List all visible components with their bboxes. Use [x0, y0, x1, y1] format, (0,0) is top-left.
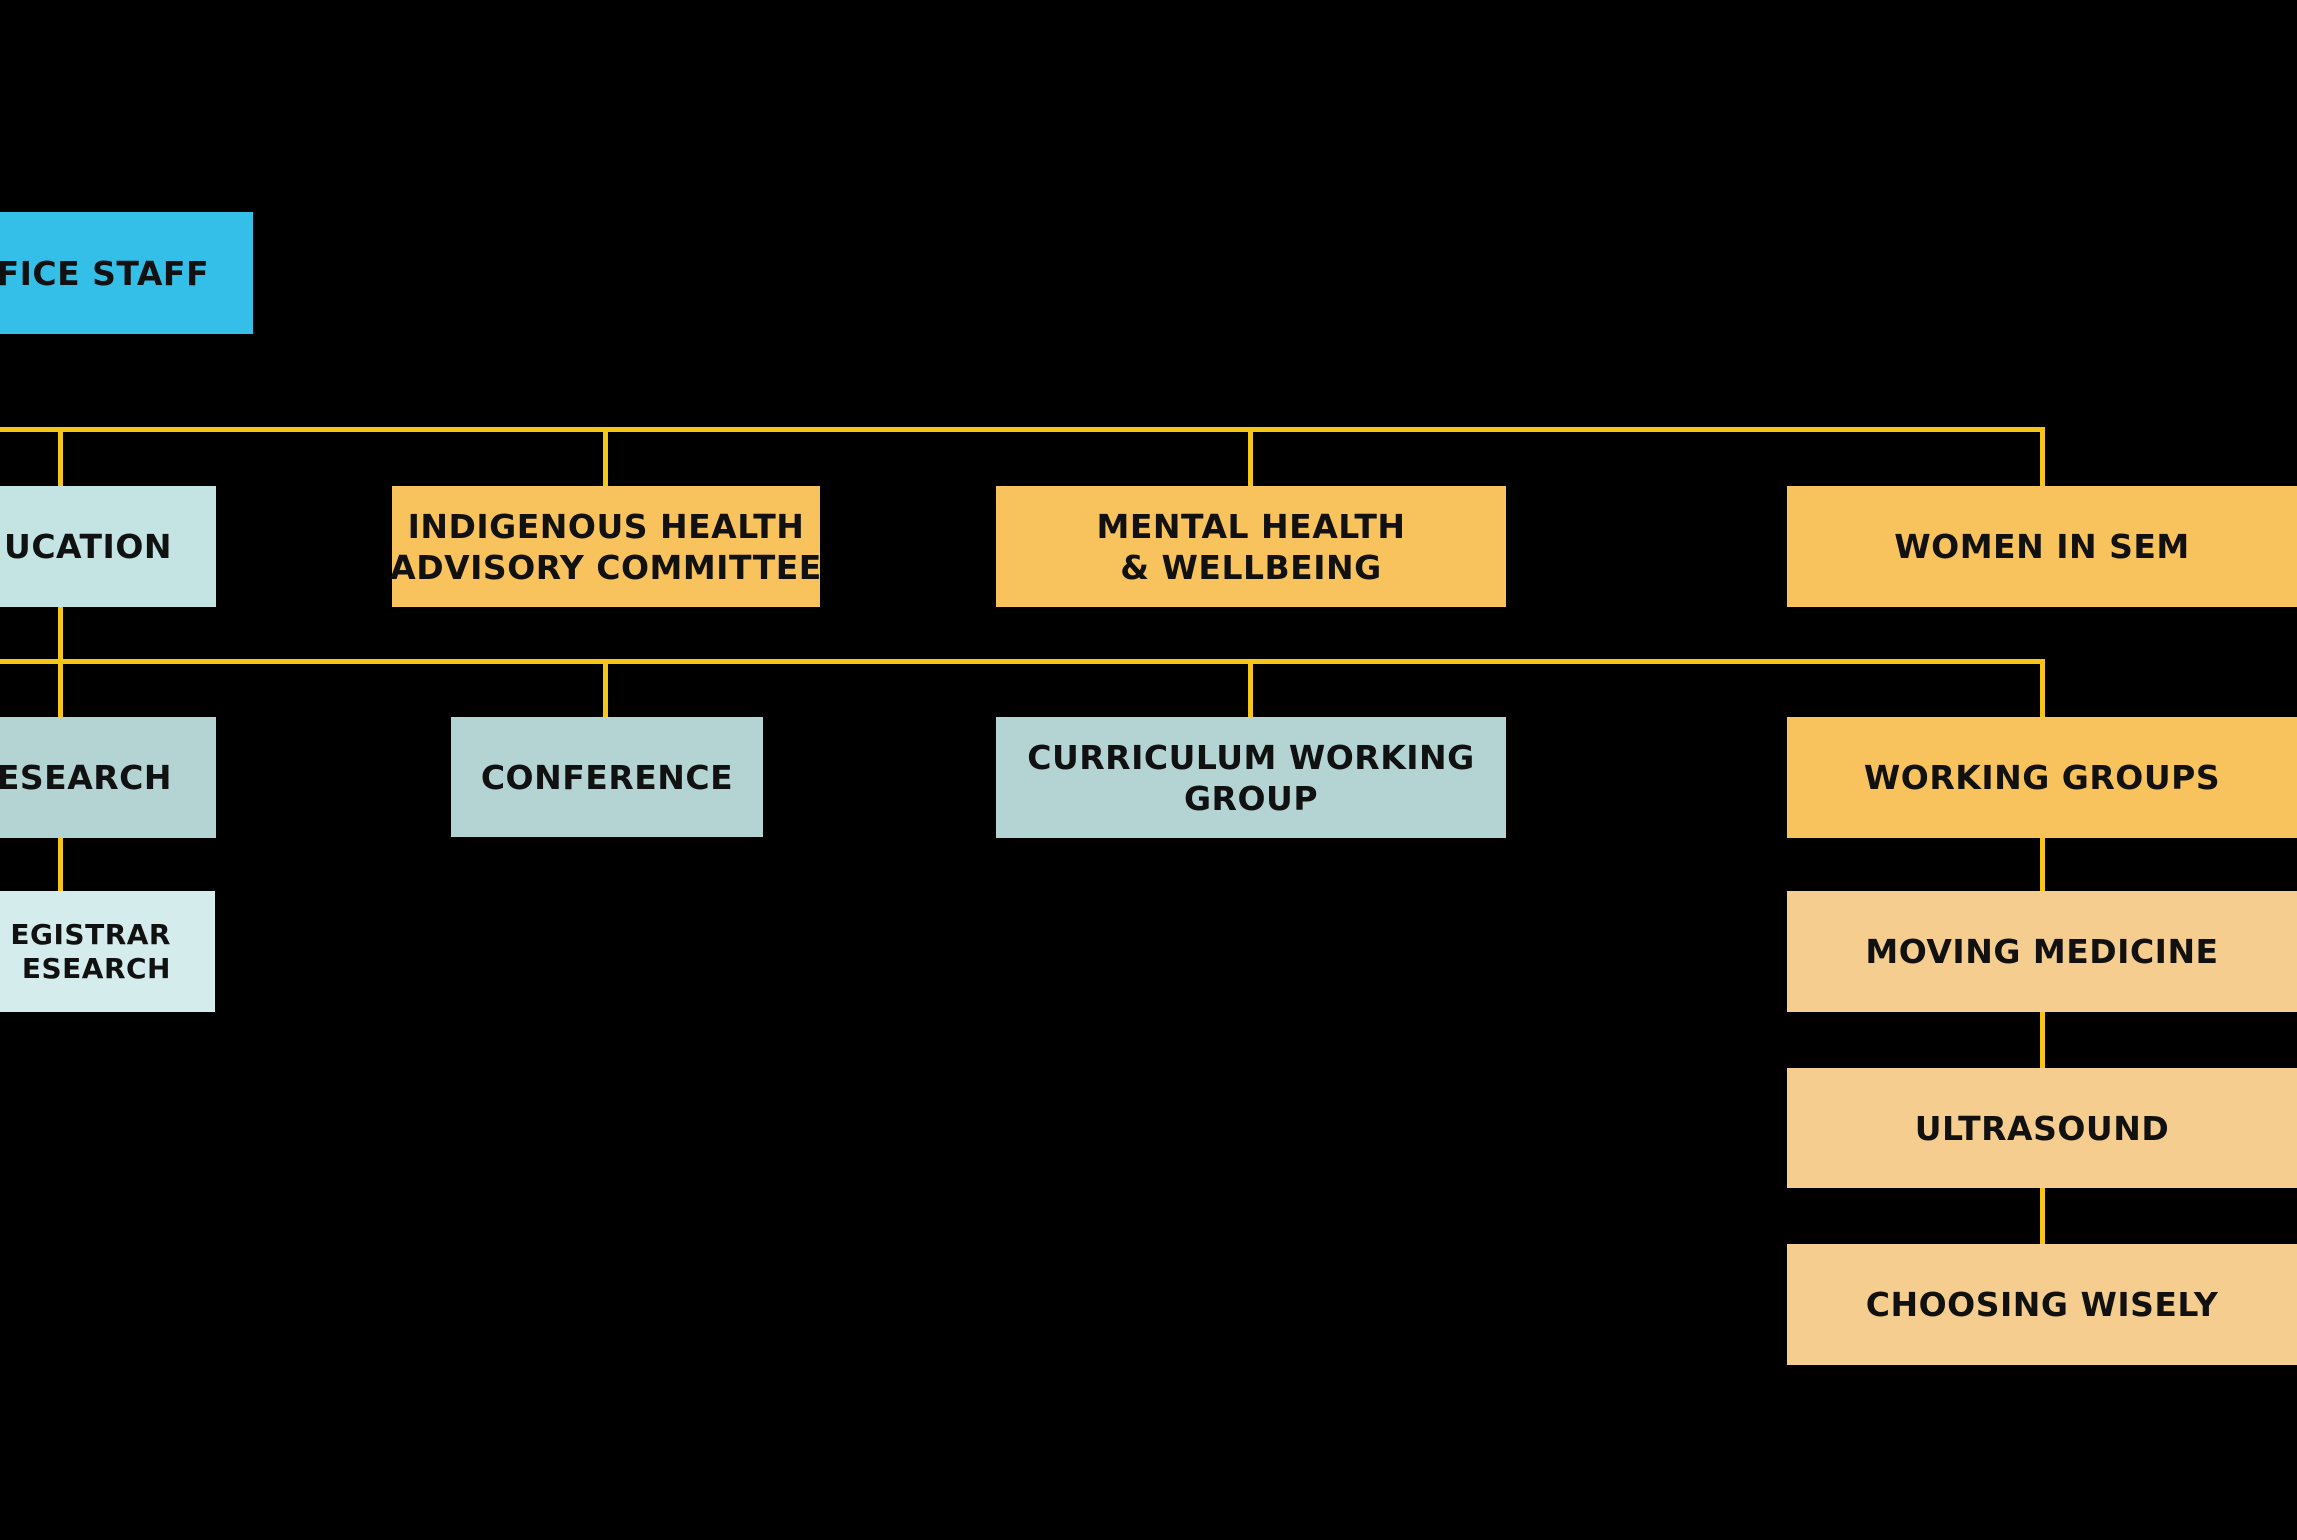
connector-drop-conference — [603, 659, 608, 717]
indigenous-health-box: INDIGENOUS HEALTH ADVISORY COMMITTEE — [390, 486, 822, 607]
curriculum-line2: GROUP — [1183, 778, 1319, 818]
research-label: ESEARCH — [0, 758, 172, 797]
connector-drop-working-groups — [2040, 659, 2045, 717]
registrar-research-box: EGISTRAR ESEARCH — [0, 891, 215, 1012]
registrar-research-line2: ESEARCH — [21, 951, 171, 985]
working-groups-box: WORKING GROUPS — [1787, 717, 2297, 838]
office-staff-box: FFICE STAFF — [0, 212, 253, 334]
registrar-research-line1: EGISTRAR — [10, 917, 171, 951]
connector-drop-indigenous — [603, 427, 608, 486]
connector-moving-medicine-to-ultrasound — [2040, 1012, 2045, 1068]
women-in-sem-box: WOMEN IN SEM — [1787, 486, 2297, 607]
mental-health-line1: MENTAL HEALTH — [1096, 506, 1406, 546]
education-label: UCATION — [4, 527, 172, 566]
connector-working-groups-to-moving-medicine — [2040, 838, 2045, 891]
registrar-research-label: EGISTRAR ESEARCH — [10, 918, 171, 986]
office-staff-label: FFICE STAFF — [0, 253, 209, 293]
ultrasound-label: ULTRASOUND — [1914, 1108, 2170, 1148]
moving-medicine-label: MOVING MEDICINE — [1865, 932, 2219, 971]
indigenous-health-line1: INDIGENOUS HEALTH — [407, 506, 805, 546]
connector-research-to-registrar — [58, 838, 63, 891]
mental-health-box: MENTAL HEALTH & WELLBEING — [996, 486, 1506, 607]
mental-health-label: MENTAL HEALTH & WELLBEING — [1097, 506, 1406, 588]
indigenous-health-label: INDIGENOUS HEALTH ADVISORY COMMITTEE — [390, 506, 822, 588]
conference-box: CONFERENCE — [451, 717, 763, 837]
curriculum-line1: CURRICULUM WORKING — [1027, 737, 1475, 777]
connector-drop-education — [58, 427, 63, 486]
connector-drop-curriculum — [1248, 659, 1253, 717]
connector-drop-mental-health — [1248, 427, 1253, 486]
women-in-sem-label: WOMEN IN SEM — [1894, 527, 2190, 566]
ultrasound-box: ULTRASOUND — [1787, 1068, 2297, 1188]
connector-ultrasound-to-choosing-wisely — [2040, 1188, 2045, 1244]
choosing-wisely-box: CHOOSING WISELY — [1787, 1244, 2297, 1365]
connector-mid-horizontal — [0, 659, 2044, 664]
choosing-wisely-label: CHOOSING WISELY — [1865, 1285, 2219, 1324]
connector-drop-women-in-sem — [2040, 427, 2045, 486]
connector-top-horizontal — [0, 427, 2044, 432]
education-box: UCATION — [0, 486, 216, 607]
conference-label: CONFERENCE — [480, 757, 734, 797]
curriculum-label: CURRICULUM WORKING GROUP — [1027, 737, 1475, 819]
mental-health-line2: & WELLBEING — [1120, 547, 1382, 587]
curriculum-box: CURRICULUM WORKING GROUP — [996, 717, 1506, 838]
indigenous-health-line2: ADVISORY COMMITTEE — [390, 547, 822, 587]
research-box: ESEARCH — [0, 717, 216, 838]
working-groups-label: WORKING GROUPS — [1863, 758, 2221, 797]
moving-medicine-box: MOVING MEDICINE — [1787, 891, 2297, 1012]
